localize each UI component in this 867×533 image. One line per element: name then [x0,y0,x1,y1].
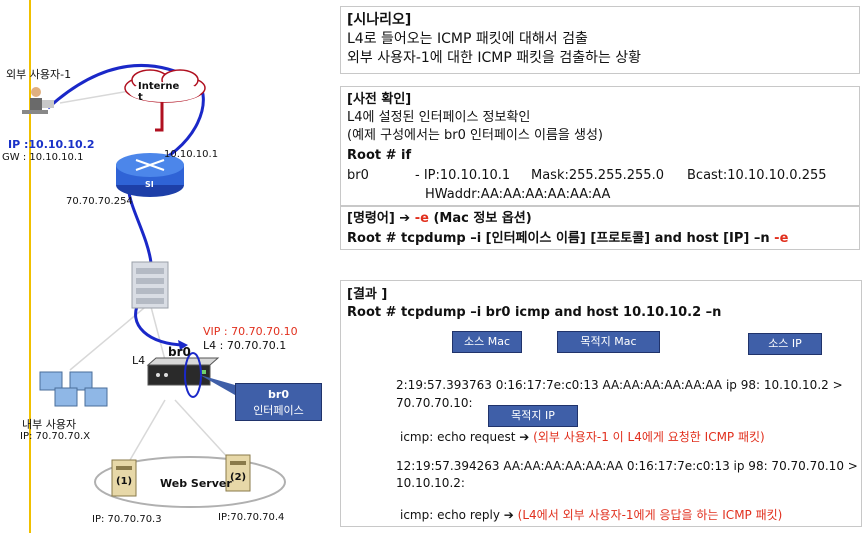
result-title: [결과 ] [347,287,388,302]
result-line2: 12:19:57.394263 AA:AA:AA:AA:AA:AA 0:16:1… [396,459,858,473]
scenario-title: [시나리오] [347,12,412,28]
ext-user-label: 외부 사용자-1 [6,68,72,81]
link-internet-router [155,100,164,132]
precheck-mask: Mask:255.255.255.0 [531,168,664,183]
br0-marker [184,352,202,398]
line1-ip: ip 98: [725,378,761,392]
callout-dst-ip: 목적지 IP [488,405,578,427]
result-cmd: Root # tcpdump –i br0 icmp and host 10.1… [347,305,722,320]
packet-path-arrowhead [178,340,188,350]
router-label: SI [145,180,154,189]
switch-icon [131,261,169,309]
precheck-cmd: Root # if [347,148,412,163]
link-l4-server1 [129,399,166,461]
precheck-line1: L4에 설정된 인터페이스 정보확인 [347,110,531,125]
vip-label: VIP : 70.70.70.10 [203,325,298,338]
result-line1: 2:19:57.393763 0:16:17:7e:c0:13 AA:AA:AA… [396,378,843,392]
precheck-title: [사전 확인] [347,92,412,107]
br0-label: br0 [168,345,191,359]
router-icon [116,153,184,197]
precheck-hwaddr: HWaddr:AA:AA:AA:AA:AA:AA [425,187,611,202]
command-syntax: Root # tcpdump –i [인터페이스 이름] [프로토콜] and … [347,231,770,246]
req-arrow: ➔ [519,430,530,444]
l4-ip-label: L4 : 70.70.70.1 [203,339,287,352]
br0-callout-pointer [200,375,235,395]
server1-label: (1) [116,476,133,487]
scenario-line2: 외부 사용자-1에 대한 ICMP 패킷을 검출하는 상황 [347,50,642,66]
l4-device-icon [146,357,220,386]
scenario-box: [시나리오] L4로 들어오는 ICMP 패킷에 대해서 검출 외부 사용자-1… [340,6,860,74]
line1-dmac: AA:AA:AA:AA:AA:AA [602,378,723,392]
link-user-internet [59,89,136,104]
reply-note: (L4에서 외부 사용자-1에게 응답을 하는 ICMP 패킷) [517,508,783,522]
callout-src-ip: 소스 IP [748,333,822,355]
reply-text: icmp: echo reply [400,508,500,522]
internal-user-ip: IP: 70.70.70.X [20,431,91,442]
server-1-icon [111,459,137,497]
web-server-label: Web Server [160,477,232,490]
precheck-ip: - IP:10.10.10.1 [415,168,511,183]
line1-time: 2:19:57.393763 [396,378,492,392]
ext-user-gw: GW : 10.10.10.1 [2,152,84,163]
br0-callout-line2: 인터페이스 [253,404,304,417]
command-title: [명령어] [347,211,395,226]
req-note: (외부 사용자-1 이 L4에게 요청한 ICMP 패킷) [533,430,765,444]
line1-sip: 10.10.10.2 > [763,378,843,392]
result-request-line: icmp: echo request ➔ (외부 사용자-1 이 L4에게 요청… [400,428,765,445]
line1-smac: 0:16:17:7e:c0:13 [495,378,599,392]
br0-callout-line1: br0 [268,388,289,401]
scenario-line1: L4로 들어오는 ICMP 패킷에 대해서 검출 [347,31,588,47]
req-text: icmp: echo request [400,430,516,444]
server1-ip: IP: 70.70.70.3 [92,514,162,525]
callout-src-mac: 소스 Mac [452,331,522,353]
internet-cloud-icon [124,69,206,103]
callout-dst-mac: 목적지 Mac [557,331,660,353]
line1-dip: 70.70.70.10: [396,396,473,410]
result-reply-line: icmp: echo reply ➔ (L4에서 외부 사용자-1에게 응답을 … [400,506,782,523]
server2-ip: IP:70.70.70.4 [218,512,285,523]
br0-interface-callout: br0 인터페이스 [235,383,322,421]
command-syntax-option: -e [774,231,789,246]
ext-user-ip: IP :10.10.10.2 [8,138,95,151]
precheck-line2: (예제 구성에서는 br0 인터페이스 이름을 생성) [347,128,603,143]
internal-users-icon [39,371,108,407]
command-line2: Root # tcpdump –i [인터페이스 이름] [프로토콜] and … [347,230,788,247]
command-box: [명령어] ➔ -e (Mac 정보 옵션) Root # tcpdump –i… [340,206,860,250]
command-option: -e [414,211,429,226]
result-line2b: 10.10.10.2: [396,476,465,490]
precheck-box: [사전 확인] L4에 설정된 인터페이스 정보확인 (예제 구성에서는 br0… [340,86,860,206]
precheck-iface: br0 [347,168,369,183]
command-option-desc: (Mac 정보 옵션) [433,211,532,226]
result-box: [결과 ] Root # tcpdump –i br0 icmp and hos… [340,280,862,527]
link-switch-l4 [149,302,166,361]
reply-arrow: ➔ [503,508,514,522]
internet-label: Interne t [138,81,180,103]
command-arrow: ➔ [399,211,411,226]
command-line1: [명령어] ➔ -e (Mac 정보 옵션) [347,210,532,227]
external-user-icon [22,87,54,114]
router-ip-top: 10.10.10.1 [164,149,219,160]
internal-user-label: 내부 사용자 [22,418,77,431]
router-ip-bottom: 70.70.70.254 [66,196,133,207]
link-l4-server2 [174,399,231,461]
server2-label: (2) [230,472,247,483]
l4-label: L4 [132,354,146,367]
server-2-icon [225,454,251,492]
precheck-bcast: Bcast:10.10.10.0.255 [687,168,827,183]
